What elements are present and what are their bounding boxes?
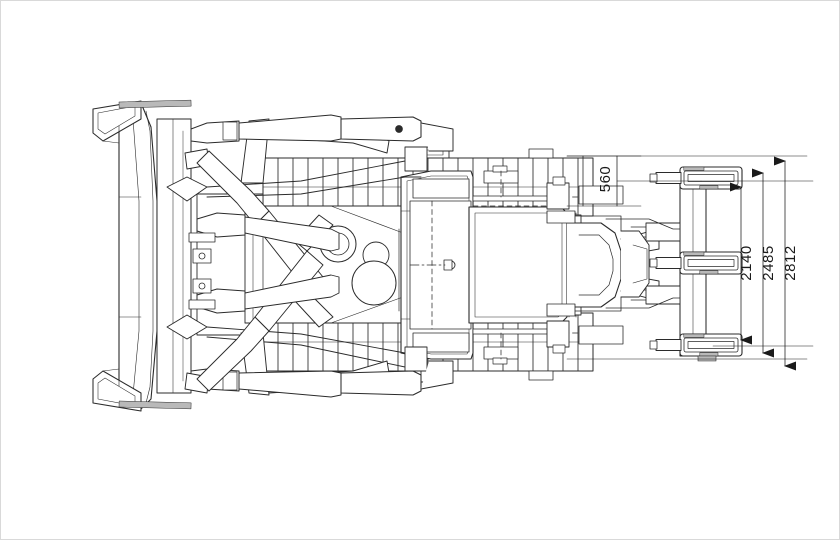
ripper-shank-center xyxy=(649,251,743,275)
engine-hood xyxy=(400,165,568,365)
blade-tilt-cylinder xyxy=(184,148,340,394)
dimension-label-2485: 2485 xyxy=(760,245,777,280)
ripper-shank-lower xyxy=(649,333,743,357)
dozer-blade xyxy=(92,99,208,412)
dimension-label-2140: 2140 xyxy=(738,245,755,280)
dimension-label-560: 560 xyxy=(597,166,614,193)
dimension-lines xyxy=(566,155,814,371)
dimension-label-2812: 2812 xyxy=(782,245,799,280)
ripper-assembly xyxy=(546,166,743,362)
ripper-shank-upper xyxy=(649,166,743,190)
blade-lift-cylinder xyxy=(190,114,454,398)
